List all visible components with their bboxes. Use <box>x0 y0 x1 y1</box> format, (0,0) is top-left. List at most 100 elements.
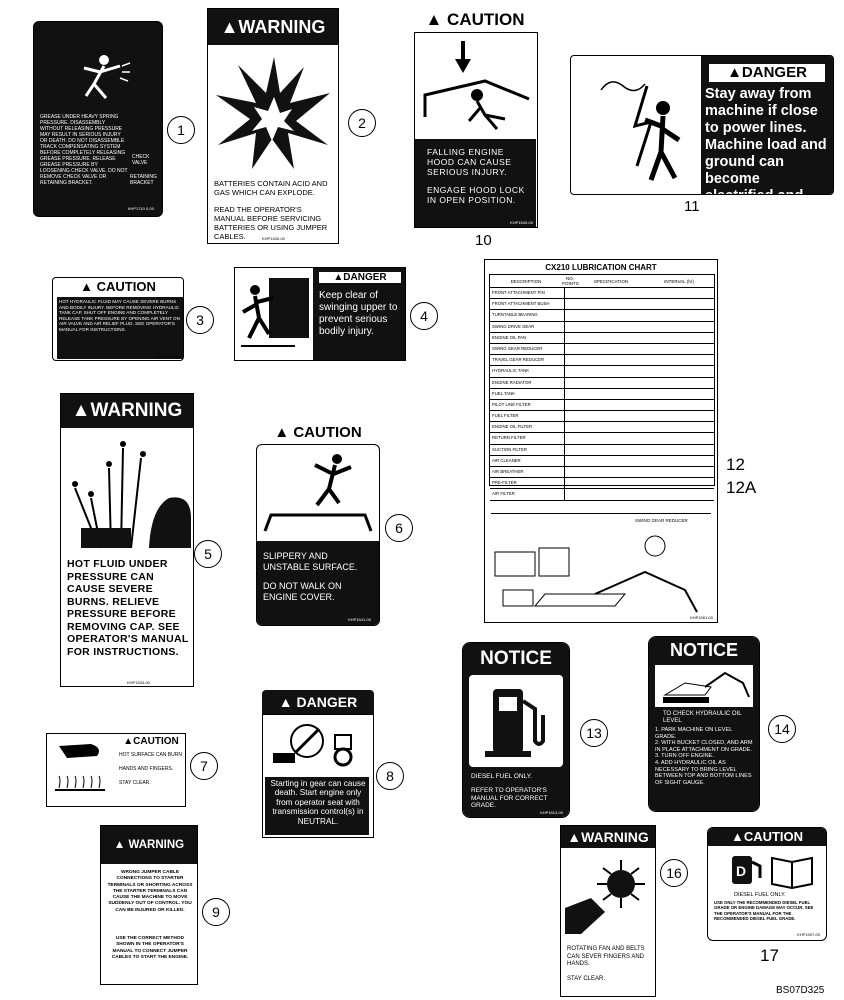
danger-icon: ▲ <box>727 64 742 81</box>
oil-step: 3. TURN OFF ENGINE. <box>655 753 714 760</box>
callout-1: 1 <box>167 116 195 144</box>
figure-id: BS07D325 <box>776 985 825 996</box>
callout-14: 14 <box>768 715 796 743</box>
part-number: KHP1561-00 <box>690 615 713 620</box>
caution-icon: ▲ <box>730 829 744 844</box>
col-spec: SPECIFICATION <box>593 278 629 284</box>
decal-hot-fluid-warning: ▲WARNING HOT FLUID UNDER PRESSURE CAN CA… <box>60 393 194 687</box>
lube-row-description: TURNTABLE BEARING <box>490 310 565 321</box>
decal-diesel-caution: ▲CAUTION D DIESEL FUEL ONLY. USE ONLY TH… <box>707 827 827 941</box>
callout-3: 3 <box>186 306 214 334</box>
decal-rotating-fan-warning: ▲WARNING ROTATING FAN AND BELTS CAN SEVE… <box>560 825 656 997</box>
power-lines-text: Stay away from machine if close to power… <box>705 86 827 194</box>
explosion-icon <box>216 57 330 169</box>
item-number-12a: 12A <box>726 478 757 497</box>
part-number: KHP1513-00 <box>540 810 563 815</box>
lube-row-description: ENGINE RADIATOR <box>490 377 565 388</box>
part-number: KHP1541-00 <box>348 617 371 622</box>
decal-lubrication-chart: CX210 LUBRICATION CHART DESCRIPTION NO. … <box>484 259 718 623</box>
callout-16: 16 <box>660 859 688 887</box>
caution-icon: ▲ <box>274 424 294 441</box>
falling-person-icon <box>83 55 131 99</box>
diesel-caution-text: USE ONLY THE RECOMMENDED DIESEL FUEL GRA… <box>714 900 814 922</box>
oil-steps-list: 1. PARK MACHINE ON LEVEL GRADE.2. WITH B… <box>655 727 755 786</box>
warning-header: ▲WARNING <box>61 394 193 428</box>
lube-row-description: SWING GEAR REDUCER <box>490 343 565 355</box>
danger-header: ▲ DANGER <box>262 690 374 714</box>
lube-row-description: ENGINE OIL PAN <box>490 332 565 343</box>
chart-title: CX210 LUBRICATION CHART <box>545 263 657 272</box>
part-number: KHP1597-00 <box>797 932 820 937</box>
battery-text-1: BATTERIES CONTAIN ACID AND GAS WHICH CAN… <box>214 179 328 197</box>
swing-gear-reducer-label: SWING GEAR REDUCER <box>635 518 688 523</box>
swing-crush-icon <box>241 278 309 347</box>
oil-step: 4. ADD HYDRAULIC OIL AS NECESSARY TO BRI… <box>655 759 752 786</box>
lube-row: SWING DRIVE GEAR <box>490 321 714 333</box>
lube-row: ENGINE OIL PAN <box>490 332 714 344</box>
notice-header: NOTICE <box>649 637 759 663</box>
lube-row-description: PILOT LINE FILTER <box>490 399 565 411</box>
warning-header: ▲WARNING <box>561 826 655 848</box>
falling-hood-icon <box>423 41 530 130</box>
burning-hand-icon <box>55 744 105 791</box>
caution-header: ▲CAUTION <box>123 736 179 747</box>
decal-hood-caution: ▲ CAUTION FALLING ENGINE HOOD CAN CAUSE … <box>410 8 540 230</box>
swing-text: Keep clear of swinging upper to prevent … <box>319 290 398 337</box>
fuel-and-manual-icon: D <box>732 856 813 890</box>
decal-battery-warning: ▲WARNING BATTERIES CONTAIN ACID AND GAS … <box>207 8 339 244</box>
lube-row: FUEL FILTER <box>490 411 714 423</box>
lube-row: TRAVEL GEAR REDUCER <box>490 355 714 367</box>
lube-row-description: AIR FILTER <box>490 489 565 500</box>
decal-power-lines-danger: ▲DANGER Stay away from machine if close … <box>570 55 834 195</box>
warning-icon: ▲ <box>220 17 239 37</box>
lube-row-description: RETURN FILTER <box>490 433 565 444</box>
lube-row: SUCTION FILTER <box>490 444 714 456</box>
lube-row: AIR CLEANER <box>490 455 714 467</box>
callout-2: 2 <box>348 109 376 137</box>
lube-row: HYDRAULIC TANK <box>490 366 714 378</box>
oil-step: 1. PARK MACHINE ON LEVEL GRADE. <box>655 727 733 740</box>
col-desc: DESCRIPTION <box>510 278 542 284</box>
lube-row: TURNTABLE BEARING <box>490 310 714 322</box>
decal-hydraulic-caution: ▲ CAUTION HOT HYDRAULIC FLUID MAY CAUSE … <box>52 277 184 361</box>
slippery-text-1: SLIPPERY AND UNSTABLE SURFACE. <box>263 551 358 572</box>
warning-header: ▲ WARNING <box>101 826 197 864</box>
lube-row-description: FUEL TANK <box>490 388 565 399</box>
fuel-pump-icon <box>485 689 545 757</box>
item-number-11: 11 <box>684 198 700 215</box>
diesel-text-1: DIESEL FUEL ONLY. <box>471 773 533 780</box>
decal-hot-surface-caution: ▲CAUTION HOT SURFACE CAN BURN HANDS AND … <box>46 733 186 807</box>
part-number: KHP1530-00 <box>262 236 285 241</box>
callout-8: 8 <box>376 762 404 790</box>
warning-icon: ▲ <box>71 400 91 421</box>
lube-row: SWING GEAR REDUCER <box>490 343 714 356</box>
lube-row: FUEL TANK <box>490 388 714 400</box>
runover-icon <box>273 724 353 767</box>
callout-13: 13 <box>580 719 608 747</box>
danger-icon: ▲ <box>278 694 297 710</box>
hydraulic-title: TO CHECK HYDRAULIC OIL LEVEL <box>663 711 742 724</box>
lube-row-description: ENGINE OIL FILTER <box>490 422 565 433</box>
decal-start-in-gear-danger: ▲ DANGER Starting in gear can cause deat… <box>262 690 374 844</box>
caution-header: ▲ CAUTION <box>80 279 156 294</box>
lube-row-description: SUCTION FILTER <box>490 444 565 455</box>
decal-hydraulic-oil-notice: NOTICE TO CHECK HYDRAULIC OIL LEVEL 1. P… <box>648 636 760 812</box>
jumper-text-2: USE THE CORRECT METHOD SHOWN IN THE OPER… <box>111 936 189 960</box>
slippery-text-2: DO NOT WALK ON ENGINE COVER. <box>263 581 342 602</box>
jumper-text-1: WRONG JUMPER CABLE CONNECTIONS TO STARTE… <box>107 870 193 913</box>
diesel-text-2: REFER TO OPERATOR'S MANUAL FOR CORRECT G… <box>471 787 548 809</box>
lube-row-description: FRONT ATTACHMENT BUSH <box>490 299 565 310</box>
callout-4: 4 <box>410 302 438 330</box>
caution-header: ▲ CAUTION <box>274 424 362 441</box>
item-number-10: 10 <box>475 232 492 249</box>
callout-9: 9 <box>202 898 230 926</box>
callout-7: 7 <box>190 752 218 780</box>
decal-grease-pressure: GREASE UNDER HEAVY SPRING PRESSURE. DISA… <box>33 21 163 217</box>
lube-row-description: PRE-FILTER <box>490 478 565 489</box>
col-no: NO. POINTS <box>562 276 579 286</box>
lube-row-description: AIR CLEANER <box>490 455 565 466</box>
caution-header: ▲ CAUTION <box>425 10 525 29</box>
hot-fluid-text: HOT FLUID UNDER PRESSURE CAN CAUSE SEVER… <box>67 558 189 658</box>
hot-surface-line-3: STAY CLEAR. <box>119 780 151 786</box>
hydraulic-text: HOT HYDRAULIC FLUID MAY CAUSE SEVERE BUR… <box>57 297 183 359</box>
